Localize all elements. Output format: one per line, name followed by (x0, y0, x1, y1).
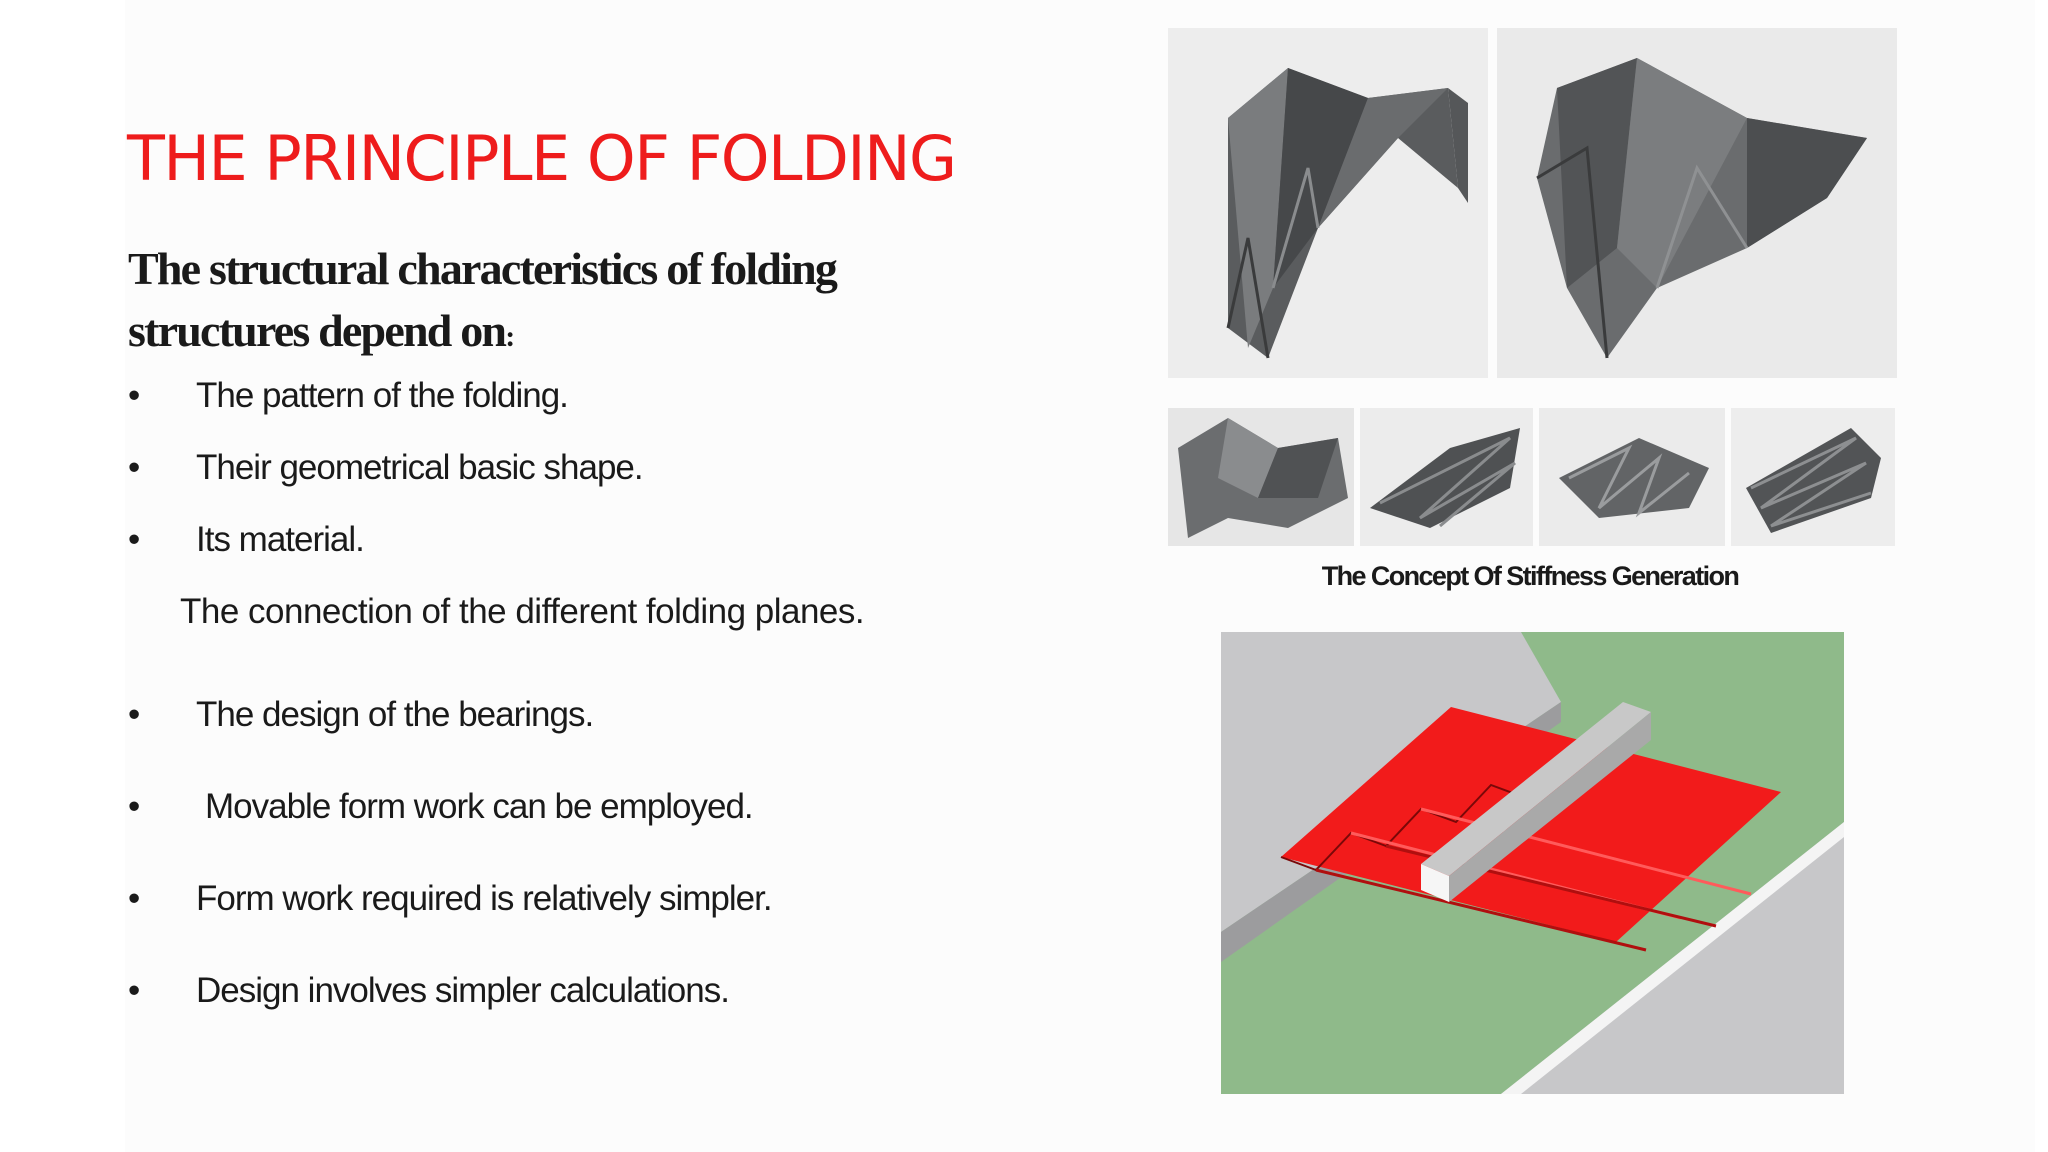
subtitle-colon: : (505, 320, 516, 353)
slide-title: THE PRINCIPLE OF FOLDING (127, 122, 957, 195)
bullet-item: • The design of the bearings. (128, 695, 594, 735)
folded-plate-diagram (1221, 632, 1844, 1094)
slide-subtitle: The structural characteristics of foldin… (128, 238, 948, 368)
bullet-text: The pattern of the folding. (196, 376, 569, 415)
bullet-item: • Design involves simpler calculations. (128, 971, 730, 1011)
bullet-dot: • (128, 695, 140, 734)
bullet-text: Movable form work can be employed. (205, 787, 754, 826)
bullet-dot: • (128, 879, 140, 918)
bullet-item: • Movable form work can be employed. (128, 787, 754, 827)
bullet-text: Its material. (196, 520, 365, 559)
fold-sample-photo-4 (1731, 408, 1895, 546)
figure-caption: The Concept Of Stiffness Generation (1321, 561, 1740, 591)
bullet-item: • The pattern of the folding. (128, 376, 569, 416)
bullet-dot: • (128, 787, 140, 826)
fold-sample-photo-3 (1539, 408, 1725, 546)
bullet-text: Their geometrical basic shape. (196, 448, 644, 487)
folded-arch-photo (1168, 28, 1488, 378)
fold-sample-photo-2 (1360, 408, 1533, 546)
subtitle-text: The structural characteristics of foldin… (128, 243, 838, 356)
connection-text: The connection of the different folding … (180, 592, 865, 631)
bullet-text: Form work required is relatively simpler… (196, 879, 773, 918)
bullet-item: • Their geometrical basic shape. (128, 448, 644, 488)
bullet-item: • Form work required is relatively simple… (128, 879, 773, 919)
bullet-dot: • (128, 520, 140, 559)
bullet-dot: • (128, 448, 140, 487)
bullet-item: • Its material. (128, 520, 365, 560)
bullet-dot: • (128, 376, 140, 415)
folded-surface-photo (1497, 28, 1897, 378)
bullet-text: The design of the bearings. (196, 695, 594, 734)
fold-sample-photo-1 (1168, 408, 1354, 546)
bullet-text: Design involves simpler calculations. (196, 971, 730, 1010)
bullet-dot: • (128, 971, 140, 1010)
